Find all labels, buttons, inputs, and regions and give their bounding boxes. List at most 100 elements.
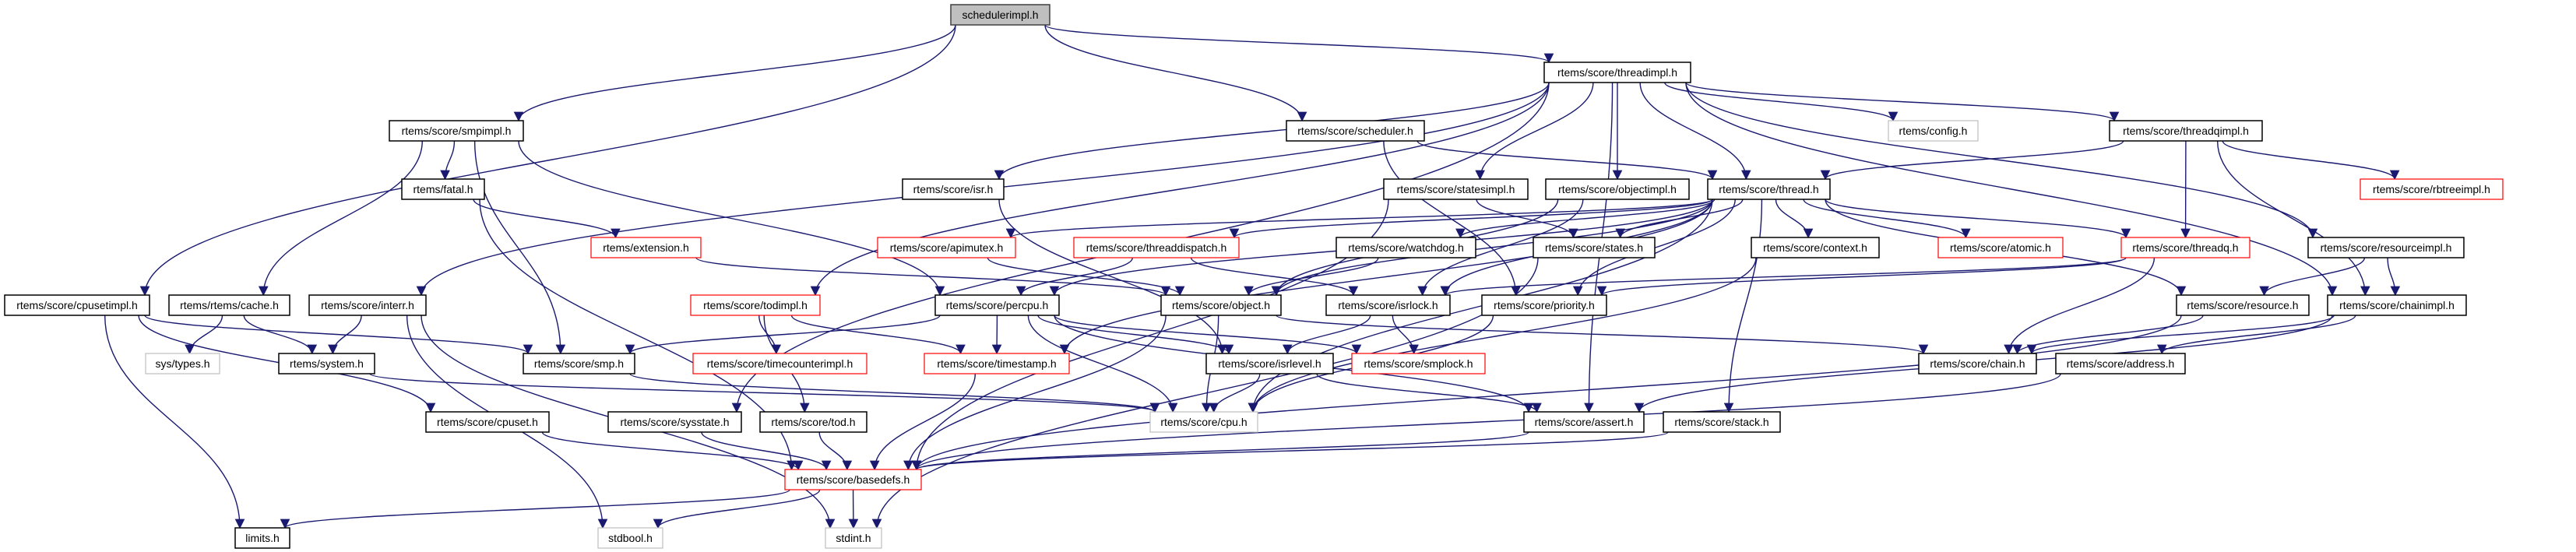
node-cache[interactable]: rtems/rtems/cache.h (168, 294, 290, 316)
node-label: rtems/score/todimpl.h (703, 299, 808, 311)
node-box (168, 294, 290, 316)
node-label: rtems/score/rbtreeimpl.h (2373, 183, 2490, 195)
edge-address-to-basedefs (912, 373, 2061, 471)
edge-basedefs-to-stdbool (653, 489, 821, 529)
node-limits[interactable]: limits.h (234, 527, 290, 549)
node-stdbool[interactable]: stdbool.h (597, 527, 663, 549)
edge-threadimpl-to-config (1664, 82, 1899, 122)
node-smp[interactable]: rtems/score/smp.h (523, 353, 635, 374)
node-stack[interactable]: rtems/score/stack.h (1663, 411, 1781, 433)
node-todimpl[interactable]: rtems/score/todimpl.h (690, 294, 821, 316)
node-label: rtems/score/chain.h (1930, 357, 2025, 370)
edge-cpusetimpl-to-smp (144, 315, 533, 355)
edge-smpimpl-to-fatal (440, 140, 456, 181)
node-threaddispatch[interactable]: rtems/score/threaddispatch.h (1073, 237, 1240, 258)
node-assert[interactable]: rtems/score/assert.h (1523, 411, 1645, 433)
edge-statesimpl-to-states (1476, 199, 1578, 239)
edge-thread-to-stack (1723, 199, 1763, 413)
node-stdint[interactable]: stdint.h (825, 527, 882, 549)
edge-system-to-cpu (369, 373, 1160, 413)
node-thread[interactable]: rtems/score/thread.h (1707, 178, 1831, 200)
node-sysstate[interactable]: rtems/score/sysstate.h (607, 411, 742, 433)
node-threadq[interactable]: rtems/score/threadq.h (2120, 237, 2250, 258)
node-label: rtems/fatal.h (413, 183, 473, 195)
node-label: rtems/extension.h (603, 241, 689, 254)
node-label: rtems/score/watchdog.h (1348, 241, 1464, 254)
node-box (1663, 411, 1781, 433)
node-objectimpl[interactable]: rtems/score/objectimpl.h (1545, 178, 1690, 200)
node-isr[interactable]: rtems/score/isr.h (902, 178, 1005, 200)
node-box (597, 527, 663, 549)
edge-thread-to-priority (1573, 199, 1736, 297)
node-resource[interactable]: rtems/score/resource.h (2176, 294, 2310, 316)
node-rbtreeimpl[interactable]: rtems/score/rbtreeimpl.h (2360, 178, 2504, 200)
node-statesimpl[interactable]: rtems/score/statesimpl.h (1383, 178, 1529, 200)
edge-fatal-to-extension (473, 199, 621, 239)
edge-apimutex-to-object (987, 257, 1185, 297)
node-box (2307, 237, 2465, 258)
node-atomic[interactable]: rtems/score/atomic.h (1937, 237, 2064, 258)
edge-threaddispatch-to-percpu (1015, 257, 1134, 297)
node-label: rtems/score/stack.h (1674, 416, 1768, 428)
node-isrlock[interactable]: rtems/score/isrlock.h (1325, 294, 1451, 316)
node-watchdog[interactable]: rtems/score/watchdog.h (1336, 237, 1476, 258)
node-config[interactable]: rtems/config.h (1888, 120, 1979, 142)
node-box (1523, 411, 1645, 433)
node-chainimpl[interactable]: rtems/score/chainimpl.h (2327, 294, 2467, 316)
node-cpu[interactable]: rtems/score/cpu.h (1149, 411, 1258, 433)
edge-isrlevel-to-assert (1316, 373, 1542, 413)
edge-percpu-to-smp (625, 315, 941, 355)
edge-threadimpl-to-resourceimpl (1685, 82, 2318, 239)
node-interr[interactable]: rtems/score/interr.h (308, 294, 427, 316)
node-apimutex[interactable]: rtems/score/apimutex.h (877, 237, 1016, 258)
node-label: sys/types.h (155, 357, 209, 370)
edge-todimpl-to-timecounterimpl (758, 315, 782, 355)
node-object[interactable]: rtems/score/object.h (1160, 294, 1282, 316)
node-cpuset[interactable]: rtems/score/cpuset.h (425, 411, 550, 433)
node-extension[interactable]: rtems/extension.h (590, 237, 702, 258)
node-threadimpl[interactable]: rtems/score/threadimpl.h (1543, 62, 1691, 83)
node-box (924, 353, 1070, 374)
node-tod[interactable]: rtems/score/tod.h (759, 411, 867, 433)
node-states[interactable]: rtems/score/states.h (1533, 237, 1656, 258)
node-isrlevel[interactable]: rtems/score/isrlevel.h (1205, 353, 1334, 374)
node-box (4, 294, 150, 316)
node-smplock[interactable]: rtems/score/smplock.h (1351, 353, 1486, 374)
node-address[interactable]: rtems/score/address.h (2055, 353, 2186, 374)
node-box (2109, 120, 2263, 142)
node-fatal[interactable]: rtems/fatal.h (401, 178, 485, 200)
node-box (1351, 353, 1486, 374)
node-percpu[interactable]: rtems/score/percpu.h (934, 294, 1060, 316)
edges-layer (104, 24, 2401, 529)
edge-percpu-to-smplock (1054, 315, 1362, 355)
node-label: rtems/score/basedefs.h (797, 473, 910, 486)
node-context[interactable]: rtems/score/context.h (1751, 237, 1880, 258)
edge-percpu-to-isrlevel (1037, 315, 1234, 355)
node-label: stdbool.h (608, 532, 653, 544)
node-threadqimpl[interactable]: rtems/score/threadqimpl.h (2109, 120, 2263, 142)
node-label: rtems/score/interr.h (321, 299, 414, 311)
node-scheduler[interactable]: rtems/score/scheduler.h (1286, 120, 1425, 142)
edge-schedulerimpl-to-scheduler (1044, 24, 1307, 122)
node-system[interactable]: rtems/system.h (278, 353, 375, 374)
node-systypes[interactable]: sys/types.h (145, 353, 220, 374)
node-label: stdint.h (836, 532, 871, 544)
node-box (590, 237, 702, 258)
edge-resource-to-chain (2012, 315, 2204, 355)
node-box (784, 469, 922, 490)
node-smpimpl[interactable]: rtems/score/smpimpl.h (389, 120, 524, 142)
node-chain[interactable]: rtems/score/chain.h (1918, 353, 2037, 374)
node-box (934, 294, 1060, 316)
node-box (902, 178, 1005, 200)
node-label: rtems/score/threadimpl.h (1557, 66, 1677, 79)
node-label: rtems/score/threadq.h (2132, 241, 2238, 254)
node-timestamp[interactable]: rtems/score/timestamp.h (924, 353, 1070, 374)
edge-object-to-basedefs (903, 315, 1167, 471)
node-cpusetimpl[interactable]: rtems/score/cpusetimpl.h (4, 294, 150, 316)
node-timecounterimpl[interactable]: rtems/score/timecounterimpl.h (692, 353, 867, 374)
edge-interr-to-system (328, 315, 362, 355)
node-basedefs[interactable]: rtems/score/basedefs.h (784, 469, 922, 490)
edge-sysstate-to-basedefs (701, 431, 832, 471)
node-priority[interactable]: rtems/score/priority.h (1481, 294, 1607, 316)
node-resourceimpl[interactable]: rtems/score/resourceimpl.h (2307, 237, 2465, 258)
